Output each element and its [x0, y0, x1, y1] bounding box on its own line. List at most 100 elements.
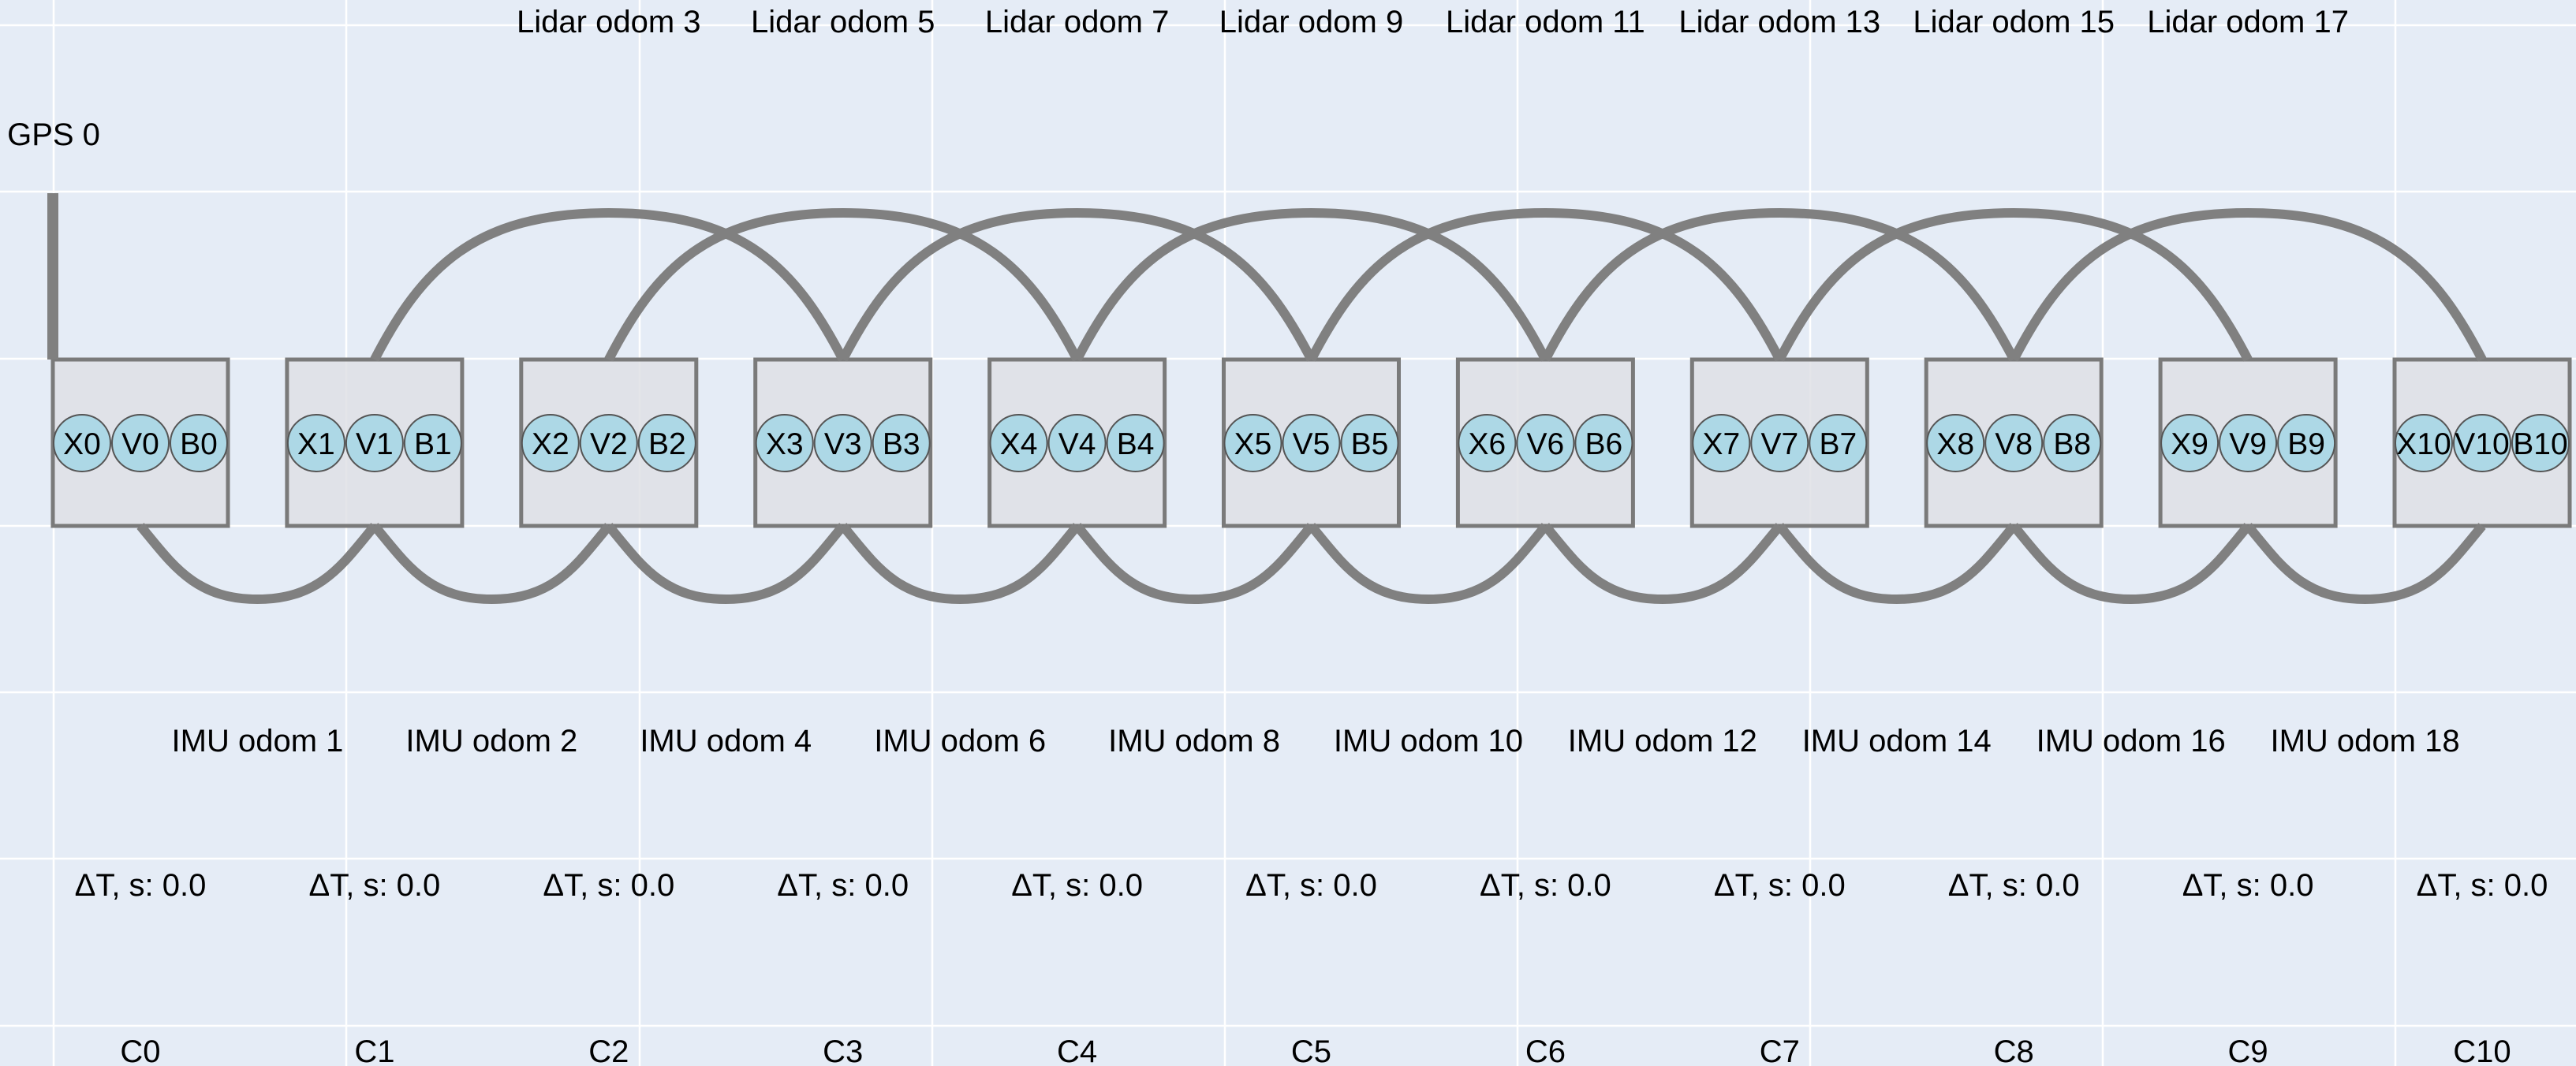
- column-label: C0: [120, 1034, 160, 1066]
- variable-node: [1047, 414, 1107, 472]
- factor-edges: [47, 193, 2487, 604]
- delta-t-label: ΔT, s: 0.0: [1011, 868, 1143, 903]
- variable-node-label: B10: [2513, 427, 2567, 461]
- variable-node-label: B0: [180, 427, 218, 461]
- variable-node: [579, 414, 638, 472]
- column-label: C5: [1291, 1034, 1331, 1066]
- variable-node: [2160, 414, 2219, 472]
- delta-t-label: ΔT, s: 0.0: [1245, 868, 1377, 903]
- variable-node-label: V9: [2229, 427, 2267, 461]
- lidar-factor-label: Lidar odom 7: [985, 5, 1169, 39]
- imu-factor-label: IMU odom 12: [1568, 724, 1757, 758]
- variable-node-label: X8: [1936, 427, 1974, 461]
- variable-node-label: B5: [1351, 427, 1389, 461]
- variable-node-label: X7: [1702, 427, 1740, 461]
- variable-node: [2277, 414, 2336, 472]
- variable-node: [872, 414, 931, 472]
- imu-factor-label: IMU odom 4: [640, 724, 812, 758]
- variable-node: [1692, 414, 1751, 472]
- variable-node-label: V4: [1058, 427, 1096, 461]
- imu-factor-label: IMU odom 14: [1802, 724, 1992, 758]
- variable-node: [2043, 414, 2102, 472]
- lidar-factor-edge: [838, 208, 1316, 362]
- variable-node: [637, 414, 696, 472]
- delta-t-label: ΔT, s: 0.0: [75, 868, 207, 903]
- lidar-factor-label: Lidar odom 9: [1219, 5, 1403, 39]
- variable-node: [1458, 414, 1517, 472]
- variable-node: [1340, 414, 1399, 472]
- variable-node-label: V7: [1760, 427, 1798, 461]
- variable-node-label: B9: [2287, 427, 2325, 461]
- imu-factor-edge: [1073, 523, 1316, 604]
- variable-node: [521, 414, 580, 472]
- imu-factor-label: IMU odom 16: [2037, 724, 2226, 758]
- delta-t-label: ΔT, s: 0.0: [1480, 868, 1611, 903]
- variable-node-label: X2: [532, 427, 569, 461]
- lidar-factor-label: Lidar odom 11: [1446, 5, 1645, 39]
- imu-factor-label: IMU odom 1: [172, 724, 344, 758]
- variable-node-label: V1: [356, 427, 394, 461]
- variable-node: [1223, 414, 1282, 472]
- variable-node: [286, 414, 345, 472]
- variable-node-label: B1: [414, 427, 452, 461]
- variable-node-label: X5: [1234, 427, 1272, 461]
- variable-node-label: X10: [2396, 427, 2451, 461]
- imu-factor-label: IMU odom 6: [874, 724, 1046, 758]
- variable-node-label: X1: [297, 427, 335, 461]
- variable-node: [403, 414, 462, 472]
- variable-node-label: V2: [590, 427, 628, 461]
- variable-node-label: V10: [2455, 427, 2509, 461]
- lidar-factor-label: Lidar odom 5: [751, 5, 935, 39]
- variable-node: [53, 414, 111, 472]
- imu-factor-label: IMU odom 18: [2270, 724, 2459, 758]
- delta-t-label: ΔT, s: 0.0: [309, 868, 441, 903]
- variable-node-label: X9: [2171, 427, 2208, 461]
- lidar-factor-label: Lidar odom 17: [2147, 5, 2349, 39]
- variable-node: [2219, 414, 2278, 472]
- variable-node: [813, 414, 872, 472]
- imu-factor-edge: [2244, 523, 2486, 604]
- variable-node: [2511, 414, 2570, 472]
- delta-t-label: ΔT, s: 0.0: [2182, 868, 2314, 903]
- variable-node: [1106, 414, 1165, 472]
- variable-node: [1926, 414, 1985, 472]
- imu-factor-edge: [1541, 523, 1783, 604]
- imu-factor-edge: [1307, 523, 1550, 604]
- variable-node: [1574, 414, 1633, 472]
- variable-node-label: V8: [1995, 427, 2033, 461]
- column-label: C4: [1057, 1034, 1097, 1066]
- lidar-factor-edge: [1307, 208, 1784, 362]
- variable-node-label: B4: [1117, 427, 1155, 461]
- variable-node: [989, 414, 1048, 472]
- lidar-factor-edge: [2009, 208, 2487, 362]
- variable-node-label: B8: [2053, 427, 2091, 461]
- variable-node-label: V6: [1527, 427, 1565, 461]
- variable-node: [1984, 414, 2044, 472]
- gps-factor-label: GPS 0: [7, 117, 100, 152]
- variable-node-label: X6: [1469, 427, 1506, 461]
- variable-node-label: V0: [121, 427, 159, 461]
- variable-node-label: X0: [63, 427, 101, 461]
- variable-node: [2453, 414, 2511, 472]
- imu-factor-edge: [371, 523, 613, 604]
- imu-factor-edge: [2010, 523, 2252, 604]
- column-label: C10: [2453, 1034, 2511, 1066]
- variable-node: [755, 414, 814, 472]
- delta-t-label: ΔT, s: 0.0: [543, 868, 674, 903]
- variable-node: [1516, 414, 1575, 472]
- variable-node-label: B6: [1585, 427, 1623, 461]
- imu-factor-label: IMU odom 2: [405, 724, 577, 758]
- variable-node-label: X3: [766, 427, 804, 461]
- delta-t-label: ΔT, s: 0.0: [1714, 868, 1846, 903]
- variable-node: [1750, 414, 1809, 472]
- variable-node: [345, 414, 404, 472]
- lidar-factor-edge: [370, 208, 848, 362]
- variable-node-label: B3: [883, 427, 920, 461]
- variable-node: [170, 414, 228, 472]
- lidar-factor-label: Lidar odom 13: [1678, 5, 1880, 39]
- lidar-factor-edge: [1073, 208, 1550, 362]
- column-label: C3: [823, 1034, 863, 1066]
